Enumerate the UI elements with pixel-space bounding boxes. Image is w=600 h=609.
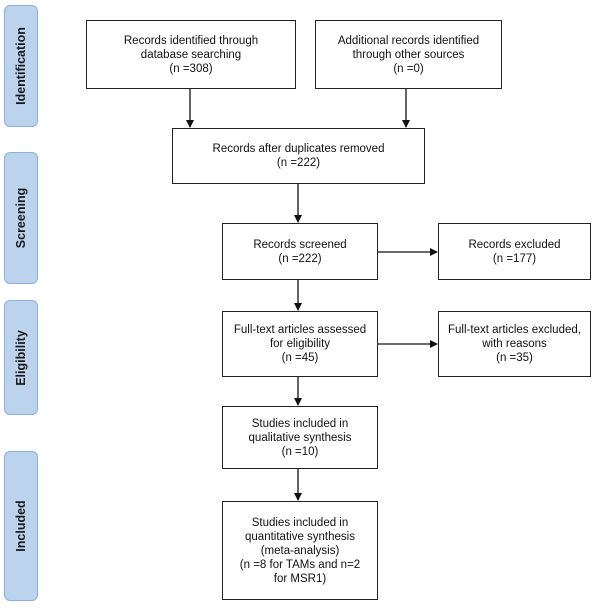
box-quantitative-synthesis-line-4: (n =8 for TAMs and n=2 [239,558,361,571]
box-database-search-line-2: database searching [140,48,242,61]
box-fulltext-assessed-line-3: (n =45) [281,352,319,364]
stage-identification-label: Identification [14,27,28,105]
box-other-sources: Additional records identified through ot… [315,20,502,89]
stage-included-label: Included [14,500,28,552]
box-records-excluded: Records excluded (n =177) [438,223,591,280]
box-quantitative-synthesis-line-3: (meta-analysis) [260,544,340,557]
box-after-duplicates-line-2: (n =222) [276,157,321,169]
box-after-duplicates: Records after duplicates removed (n =222… [172,128,425,184]
box-other-sources-line-3: (n =0) [393,62,424,75]
box-qualitative-synthesis: Studies included in qualitative synthesi… [222,406,378,469]
box-database-search: Records identified through database sear… [86,20,296,89]
box-other-sources-line-2: through other sources [352,48,465,61]
box-after-duplicates-line-1: Records after duplicates removed [212,143,385,155]
box-quantitative-synthesis-line-1: Studies included in [251,516,349,529]
stage-eligibility-label: Eligibility [14,329,28,386]
stage-screening-label: Screening [14,187,28,249]
box-fulltext-assessed: Full-text articles assessed for eligibil… [222,311,378,377]
box-other-sources-line-1: Additional records identified [337,34,480,47]
box-fulltext-assessed-line-2: for eligibility [269,338,331,350]
box-database-search-line-1: Records identified through [123,34,259,47]
box-quantitative-synthesis: Studies included in quantitative synthes… [222,501,378,600]
box-quantitative-synthesis-line-2: quantitative synthesis [245,530,355,543]
box-records-excluded-line-1: Records excluded [468,238,561,251]
stage-included: Included [4,451,38,601]
box-qualitative-synthesis-line-2: qualitative synthesis [248,431,352,444]
stage-identification: Identification [4,5,38,127]
box-fulltext-excluded-line-3: (n =35) [496,352,533,364]
stage-eligibility: Eligibility [4,300,38,415]
box-records-excluded-line-2: (n =177) [492,252,537,265]
box-records-screened-line-1: Records screened [253,238,347,251]
box-qualitative-synthesis-line-1: Studies included in [251,417,349,430]
box-quantitative-synthesis-line-5: for MSR1) [273,572,327,585]
box-qualitative-synthesis-line-3: (n =10) [281,445,319,458]
box-database-search-line-3: (n =308) [169,62,213,75]
box-records-screened-line-2: (n =222) [278,252,322,265]
stage-screening: Screening [4,152,38,284]
box-fulltext-excluded-line-1: Full-text articles excluded, [448,324,581,336]
box-fulltext-assessed-line-1: Full-text articles assessed [233,324,367,336]
box-records-screened: Records screened (n =222) [222,223,378,280]
box-fulltext-excluded: Full-text articles excluded, with reason… [438,311,591,377]
box-fulltext-excluded-line-2: with reasons [482,338,547,350]
